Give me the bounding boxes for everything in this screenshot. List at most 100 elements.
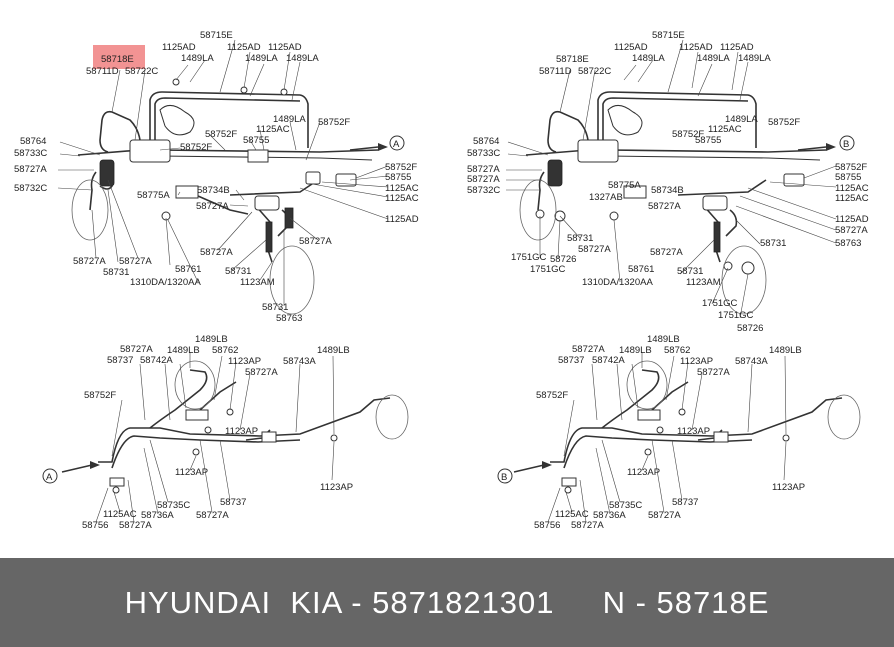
part-label: 1489LA (286, 53, 319, 64)
part-label: 1125AC (385, 193, 419, 204)
nut (609, 211, 619, 221)
part-label: 58752F (768, 117, 800, 128)
part-label: 58752F (84, 390, 116, 401)
junction-block (702, 195, 728, 211)
panel-top-left: A 58718E 58711D 58722C 1125AD 1489LA 587… (14, 30, 419, 324)
part-label: 58732C (14, 183, 47, 194)
part-label: 58727A (650, 247, 683, 258)
bolt (204, 426, 212, 434)
hose-clip (547, 159, 563, 187)
banjo-bolt (741, 261, 755, 275)
part-label: 1125AC (555, 509, 589, 520)
part-label: 58715E (200, 30, 233, 41)
part-label: 58736A (593, 510, 626, 521)
part-label: 58756 (534, 520, 560, 531)
clip (185, 409, 209, 421)
clip (305, 171, 321, 185)
part-label: 58727A (299, 236, 332, 247)
panel-bottom-right: B 58727A 58737 58742A 1489LB 1489LB 5876… (497, 334, 861, 531)
brake-hose (265, 221, 273, 253)
part-label: 58743A (283, 356, 316, 367)
bracket (623, 185, 647, 199)
arrow-line (797, 146, 827, 151)
bracket (175, 185, 199, 199)
bracket (561, 477, 577, 487)
detail-circle (174, 360, 216, 410)
part-label: 58711D (539, 66, 572, 77)
brake-pipe (677, 179, 767, 196)
part-label: 1489LA (273, 114, 306, 125)
part-label: 58727A (119, 256, 152, 267)
part-label: 58718E (556, 54, 589, 65)
arrow-line (349, 146, 379, 151)
marker-circle (839, 135, 855, 151)
part-label: 58752F (385, 162, 417, 173)
part-label: 58752F (180, 142, 212, 153)
part-label: 1125AC (256, 124, 290, 135)
bolt (656, 426, 664, 434)
detail-circle (375, 394, 409, 440)
brake-pipe (89, 171, 97, 211)
part-labels: 58718E 58711D 58722C 1125AD 1489LA 58715… (467, 30, 869, 334)
panel-bottom-left: A 58727A 58737 58742A 1489LB 1489LB 5876… (42, 334, 409, 531)
panel-top-right: B 58718E 58711D 58722C 1125AD 1489LA 587… (467, 30, 869, 334)
brake-pipe (563, 435, 753, 469)
part-label: 1489LB (317, 345, 350, 356)
part-label: 58715E (652, 30, 685, 41)
part-label: 58761 (628, 264, 654, 275)
part-label: 1489LA (697, 53, 730, 64)
part-label: 58734B (197, 185, 230, 196)
part-label: 1123AP (175, 467, 208, 478)
part-label: 58731 (262, 302, 288, 313)
master-cylinder (607, 105, 643, 136)
part-label: 58731 (677, 266, 703, 277)
part-label: 1123AP (677, 426, 710, 437)
part-label: 1123AM (240, 277, 275, 288)
part-label: 58761 (175, 264, 201, 275)
part-label: 58763 (835, 238, 861, 249)
junction-block (254, 195, 280, 211)
part-label: 1489LA (245, 53, 278, 64)
brake-pipe (607, 155, 821, 161)
part-label: 58731 (225, 266, 251, 277)
part-label: 1751GC (718, 310, 754, 321)
bolt (112, 486, 120, 494)
arrow-line (513, 464, 545, 473)
part-label: 58727A (571, 520, 604, 531)
brake-pipe (597, 91, 757, 148)
part-label: 1310DA/1320AA (582, 277, 653, 288)
brake-pipe (537, 171, 545, 211)
part-label: 1123AP (225, 426, 258, 437)
bolt (172, 78, 180, 86)
part-label: 1489LB (619, 345, 652, 356)
part-label: 1125AC (835, 193, 869, 204)
part-label: 58755 (385, 172, 411, 183)
brake-pipe (149, 91, 309, 148)
part-label: 1125AD (835, 214, 869, 225)
part-label: 58752F (318, 117, 350, 128)
brake-pipe (725, 209, 738, 237)
brake-pipe (547, 110, 589, 153)
part-label: 58764 (473, 136, 499, 147)
bolt (192, 448, 200, 456)
part-label: 58737 (672, 497, 698, 508)
brake-pipe (99, 110, 141, 153)
part-label: 58764 (20, 136, 46, 147)
part-label: 58752F (536, 390, 568, 401)
part-label: 58727A (119, 520, 152, 531)
clip (247, 149, 269, 163)
part-label: 1123AP (320, 482, 353, 493)
proportioning-valve (129, 139, 171, 163)
part-label: 58755 (243, 135, 269, 146)
part-label: 58762 (212, 345, 238, 356)
brake-pipe (229, 179, 319, 196)
part-label: 1123AM (686, 277, 721, 288)
part-label: 58722C (578, 66, 611, 77)
part-label: 58752F (672, 129, 704, 140)
part-label: 1751GC (530, 264, 566, 275)
part-label: 58736A (141, 510, 174, 521)
clip (637, 409, 661, 421)
detail-circle (721, 245, 767, 315)
part-label: 58727A (697, 367, 730, 378)
part-label: 58727A (245, 367, 278, 378)
